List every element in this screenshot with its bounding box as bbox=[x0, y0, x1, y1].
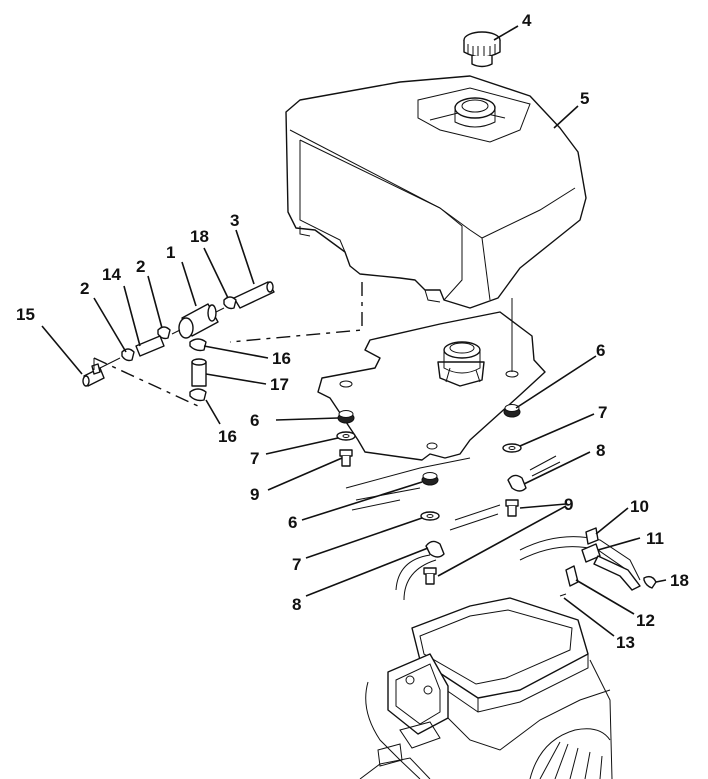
callout-6: 6 bbox=[250, 411, 259, 430]
fuel-hose-14 bbox=[135, 335, 165, 357]
clamp-2-lower bbox=[121, 348, 135, 362]
bolt-right bbox=[505, 499, 519, 517]
plate-shadow-line bbox=[345, 457, 471, 489]
callout-7: 7 bbox=[598, 403, 607, 422]
callout-13: 13 bbox=[616, 633, 635, 652]
clamp-11 bbox=[581, 543, 601, 563]
callout-18: 18 bbox=[190, 227, 209, 246]
clamp-16-upper bbox=[189, 338, 207, 352]
callout-2: 2 bbox=[136, 257, 145, 276]
connector-line bbox=[99, 357, 121, 369]
fuel-line-curve bbox=[403, 559, 437, 601]
grommet-right bbox=[503, 404, 521, 418]
callout-10: 10 bbox=[630, 497, 649, 516]
clip-right bbox=[507, 474, 527, 492]
engine bbox=[359, 597, 613, 779]
mounting-plate bbox=[317, 311, 546, 461]
washer-mid bbox=[420, 511, 440, 521]
callout-16: 16 bbox=[218, 427, 237, 446]
bolt-mid bbox=[423, 567, 437, 585]
callout-1: 1 bbox=[166, 243, 175, 262]
washer-left-hole bbox=[342, 434, 350, 438]
washer-right bbox=[502, 443, 522, 453]
callout-4: 4 bbox=[522, 11, 532, 30]
callout-12: 12 bbox=[636, 611, 655, 630]
callout-7: 7 bbox=[292, 555, 301, 574]
callout-5: 5 bbox=[580, 89, 589, 108]
fitting-10 bbox=[585, 527, 599, 545]
callout-9: 9 bbox=[564, 495, 573, 514]
callout-3: 3 bbox=[230, 211, 239, 230]
callout-18: 18 bbox=[670, 571, 689, 590]
callout-6: 6 bbox=[288, 513, 297, 532]
fuel-tank bbox=[285, 75, 587, 309]
clip-line bbox=[529, 455, 561, 477]
callout-7: 7 bbox=[250, 449, 259, 468]
leader-lines bbox=[41, 25, 667, 637]
clamp-16-lower bbox=[189, 388, 207, 402]
grommet-left bbox=[337, 410, 355, 424]
fuel-line-upper bbox=[519, 536, 641, 581]
callout-14: 14 bbox=[102, 265, 121, 284]
hose-end bbox=[266, 281, 274, 293]
callout-11: 11 bbox=[646, 529, 664, 548]
callout-15: 15 bbox=[16, 305, 35, 324]
washer-right-hole bbox=[508, 446, 516, 450]
fitting-12 bbox=[565, 565, 579, 587]
clamp-18-right bbox=[643, 575, 657, 589]
callout-labels: 1 2 2 3 4 5 6 6 6 7 7 7 8 8 9 9 10 11 12… bbox=[16, 11, 689, 652]
grommet-mid bbox=[421, 472, 439, 486]
fuel-hose-right bbox=[593, 555, 641, 591]
washer-left bbox=[336, 431, 356, 441]
plate-shadow-line bbox=[351, 487, 421, 511]
callout-9: 9 bbox=[250, 485, 259, 504]
pin-13 bbox=[559, 593, 567, 597]
callout-17: 17 bbox=[270, 375, 289, 394]
fuel-filter bbox=[171, 303, 225, 339]
bolt-left bbox=[339, 449, 353, 467]
dash-guide bbox=[449, 504, 501, 531]
callout-8: 8 bbox=[596, 441, 605, 460]
fuel-hose-17 bbox=[191, 358, 207, 387]
fuel-line-curve bbox=[395, 554, 431, 591]
callout-8: 8 bbox=[292, 595, 301, 614]
callout-16: 16 bbox=[272, 349, 291, 368]
clip-mid bbox=[425, 540, 445, 558]
centerline-guide bbox=[93, 357, 199, 407]
callout-2: 2 bbox=[80, 279, 89, 298]
fuel-hose-3 bbox=[233, 281, 275, 309]
clamp-18-left bbox=[223, 296, 237, 310]
fuel-cap bbox=[463, 31, 501, 68]
washer-mid-hole bbox=[426, 514, 434, 518]
callout-6: 6 bbox=[596, 341, 605, 360]
